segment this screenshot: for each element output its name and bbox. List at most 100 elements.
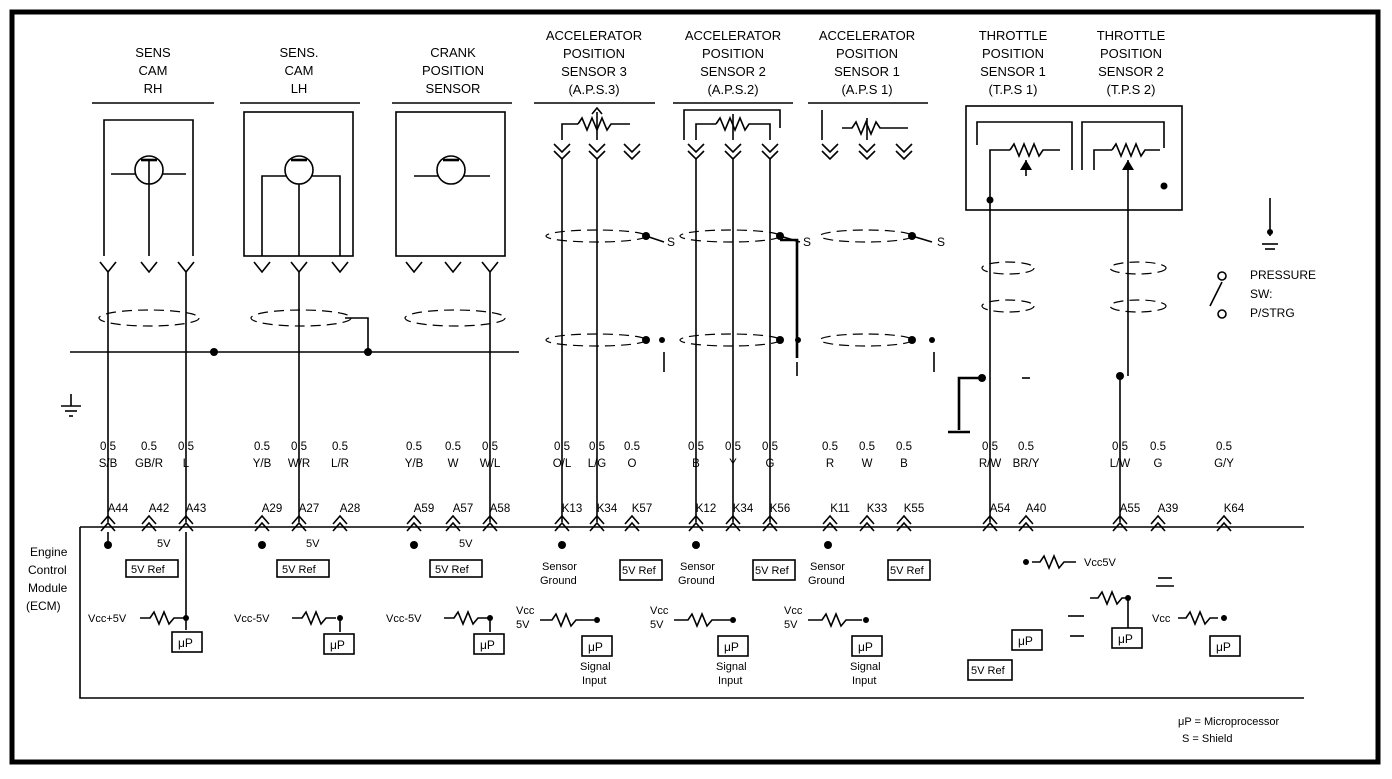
five-v-label: 5V xyxy=(157,538,171,550)
ref-box: 5V Ref xyxy=(755,565,790,577)
header-line: THROTTLE xyxy=(1097,28,1166,43)
pressure-sw-label: PRESSURE xyxy=(1250,268,1316,282)
wire-size: 0.5 xyxy=(254,441,270,453)
ecm-group-cam-rh: 5V 5V Ref Vcc+5V μP xyxy=(88,532,203,653)
vcc-label: Vcc xyxy=(516,605,535,617)
wire-size: 0.5 xyxy=(482,441,498,453)
pin-connector xyxy=(406,514,422,525)
header-line: SENSOR 2 xyxy=(1098,64,1164,79)
wire-color: W xyxy=(862,458,873,470)
pin-label: A44 xyxy=(108,503,129,515)
header-line: POSITION xyxy=(982,46,1044,61)
pin-connector xyxy=(178,521,194,532)
pin-connector xyxy=(141,514,157,525)
wire-color: Y xyxy=(729,458,737,470)
pin-connector xyxy=(141,521,157,532)
header-aps3: ACCELERATOR POSITION SENSOR 3 (A.P.S.3) xyxy=(546,28,642,97)
pin-connector xyxy=(291,514,307,525)
pressure-sw-label: P/STRG xyxy=(1250,306,1295,320)
wire-size: 0.5 xyxy=(762,441,778,453)
wire-color: L/W xyxy=(1110,458,1131,470)
wire-color: G/Y xyxy=(1214,458,1234,470)
wire-color: W/L xyxy=(480,458,501,470)
header-line: SENSOR 1 xyxy=(980,64,1046,79)
micro-box: μP xyxy=(1216,640,1231,654)
pin-label: A55 xyxy=(1120,503,1140,515)
micro-box: μP xyxy=(480,638,495,652)
header-line: SENS. xyxy=(279,45,318,60)
sensor-tps xyxy=(965,105,1183,376)
wire-color: W/R xyxy=(288,458,310,470)
pin-label: A28 xyxy=(340,503,360,515)
pin-connector xyxy=(859,521,875,532)
pin-label: A57 xyxy=(453,503,473,515)
wire-size: 0.5 xyxy=(406,441,422,453)
pin-label: K64 xyxy=(1224,503,1245,515)
pin-connector xyxy=(554,514,570,525)
ecm-label-line: Control xyxy=(28,563,67,577)
five-v-label: 5V xyxy=(306,538,320,550)
ecm-label: Engine Control Module (ECM) xyxy=(26,545,68,613)
pin-connector xyxy=(1216,514,1232,525)
header-cam-rh: SENS CAM RH xyxy=(135,45,171,96)
header-line: SENSOR 1 xyxy=(834,64,900,79)
pin-label: A54 xyxy=(990,503,1011,515)
pin-connector xyxy=(725,514,741,525)
wire-color: R xyxy=(826,458,834,470)
ref-box: 5V Ref xyxy=(971,665,1006,677)
pin-label: A40 xyxy=(1026,503,1046,515)
wire-size: 0.5 xyxy=(589,441,605,453)
pin-connector xyxy=(332,514,348,525)
header-line: (A.P.S.2) xyxy=(707,82,758,97)
wire-color: S/B xyxy=(99,458,118,470)
signal-input-label: Input xyxy=(852,675,876,687)
ecm-group-aps2: Sensor Ground 5V Ref Vcc 5V μP Signal In… xyxy=(650,541,796,687)
hall-wires xyxy=(107,272,491,522)
pin-connector xyxy=(589,514,605,525)
ecm-label-line: (ECM) xyxy=(26,599,61,613)
sensor-ground-label: Ground xyxy=(678,575,715,587)
wire-color: Y/B xyxy=(405,458,424,470)
aps-shields: S S S xyxy=(545,229,945,376)
pin-label: A29 xyxy=(262,503,282,515)
sensor-ground-label: Sensor xyxy=(680,561,715,573)
pin-connector xyxy=(725,521,741,532)
header-line: ACCELERATOR xyxy=(685,28,781,43)
pin-connector xyxy=(762,514,778,525)
micro-box: μP xyxy=(588,640,603,654)
vcc-label: 5V xyxy=(650,619,664,631)
ecm-group-aps3: Sensor Ground 5V Ref Vcc 5V μP Signal In… xyxy=(516,541,663,687)
shield-label: S xyxy=(803,235,811,249)
pin-connector xyxy=(1150,514,1166,525)
legend: μP = Microprocessor S = Shield xyxy=(1178,716,1280,745)
wire-color: R/W xyxy=(979,458,1002,470)
pin-connector xyxy=(100,521,116,532)
sensor-ground-label: Sensor xyxy=(810,561,845,573)
sensor-aps3 xyxy=(561,106,630,140)
pin-markers xyxy=(100,514,1232,532)
header-line: POSITION xyxy=(702,46,764,61)
signal-input-label: Signal xyxy=(716,661,747,673)
five-v-label: 5V xyxy=(459,538,473,550)
signal-input-label: Signal xyxy=(850,661,881,673)
header-line: SENS xyxy=(135,45,171,60)
legend-micro: μP = Microprocessor xyxy=(1178,716,1280,728)
tps-wires xyxy=(948,200,1167,522)
header-tps2: THROTTLE POSITION SENSOR 2 (T.P.S 2) xyxy=(1097,28,1166,97)
pin-connector xyxy=(482,521,498,532)
sensor-aps1 xyxy=(821,110,908,140)
wire-color: L/G xyxy=(588,458,607,470)
header-line: CAM xyxy=(139,63,168,78)
header-line: POSITION xyxy=(836,46,898,61)
pin-label: K13 xyxy=(562,503,582,515)
wire-size: 0.5 xyxy=(141,441,157,453)
header-line: (A.P.S.3) xyxy=(568,82,619,97)
pin-connector xyxy=(178,514,194,525)
vcc-label: Vcc xyxy=(1152,613,1171,625)
pin-connector xyxy=(291,521,307,532)
sensor-cam-rh xyxy=(103,119,194,256)
pin-label: K56 xyxy=(770,503,790,515)
pin-connector xyxy=(822,521,838,532)
header-line: POSITION xyxy=(563,46,625,61)
